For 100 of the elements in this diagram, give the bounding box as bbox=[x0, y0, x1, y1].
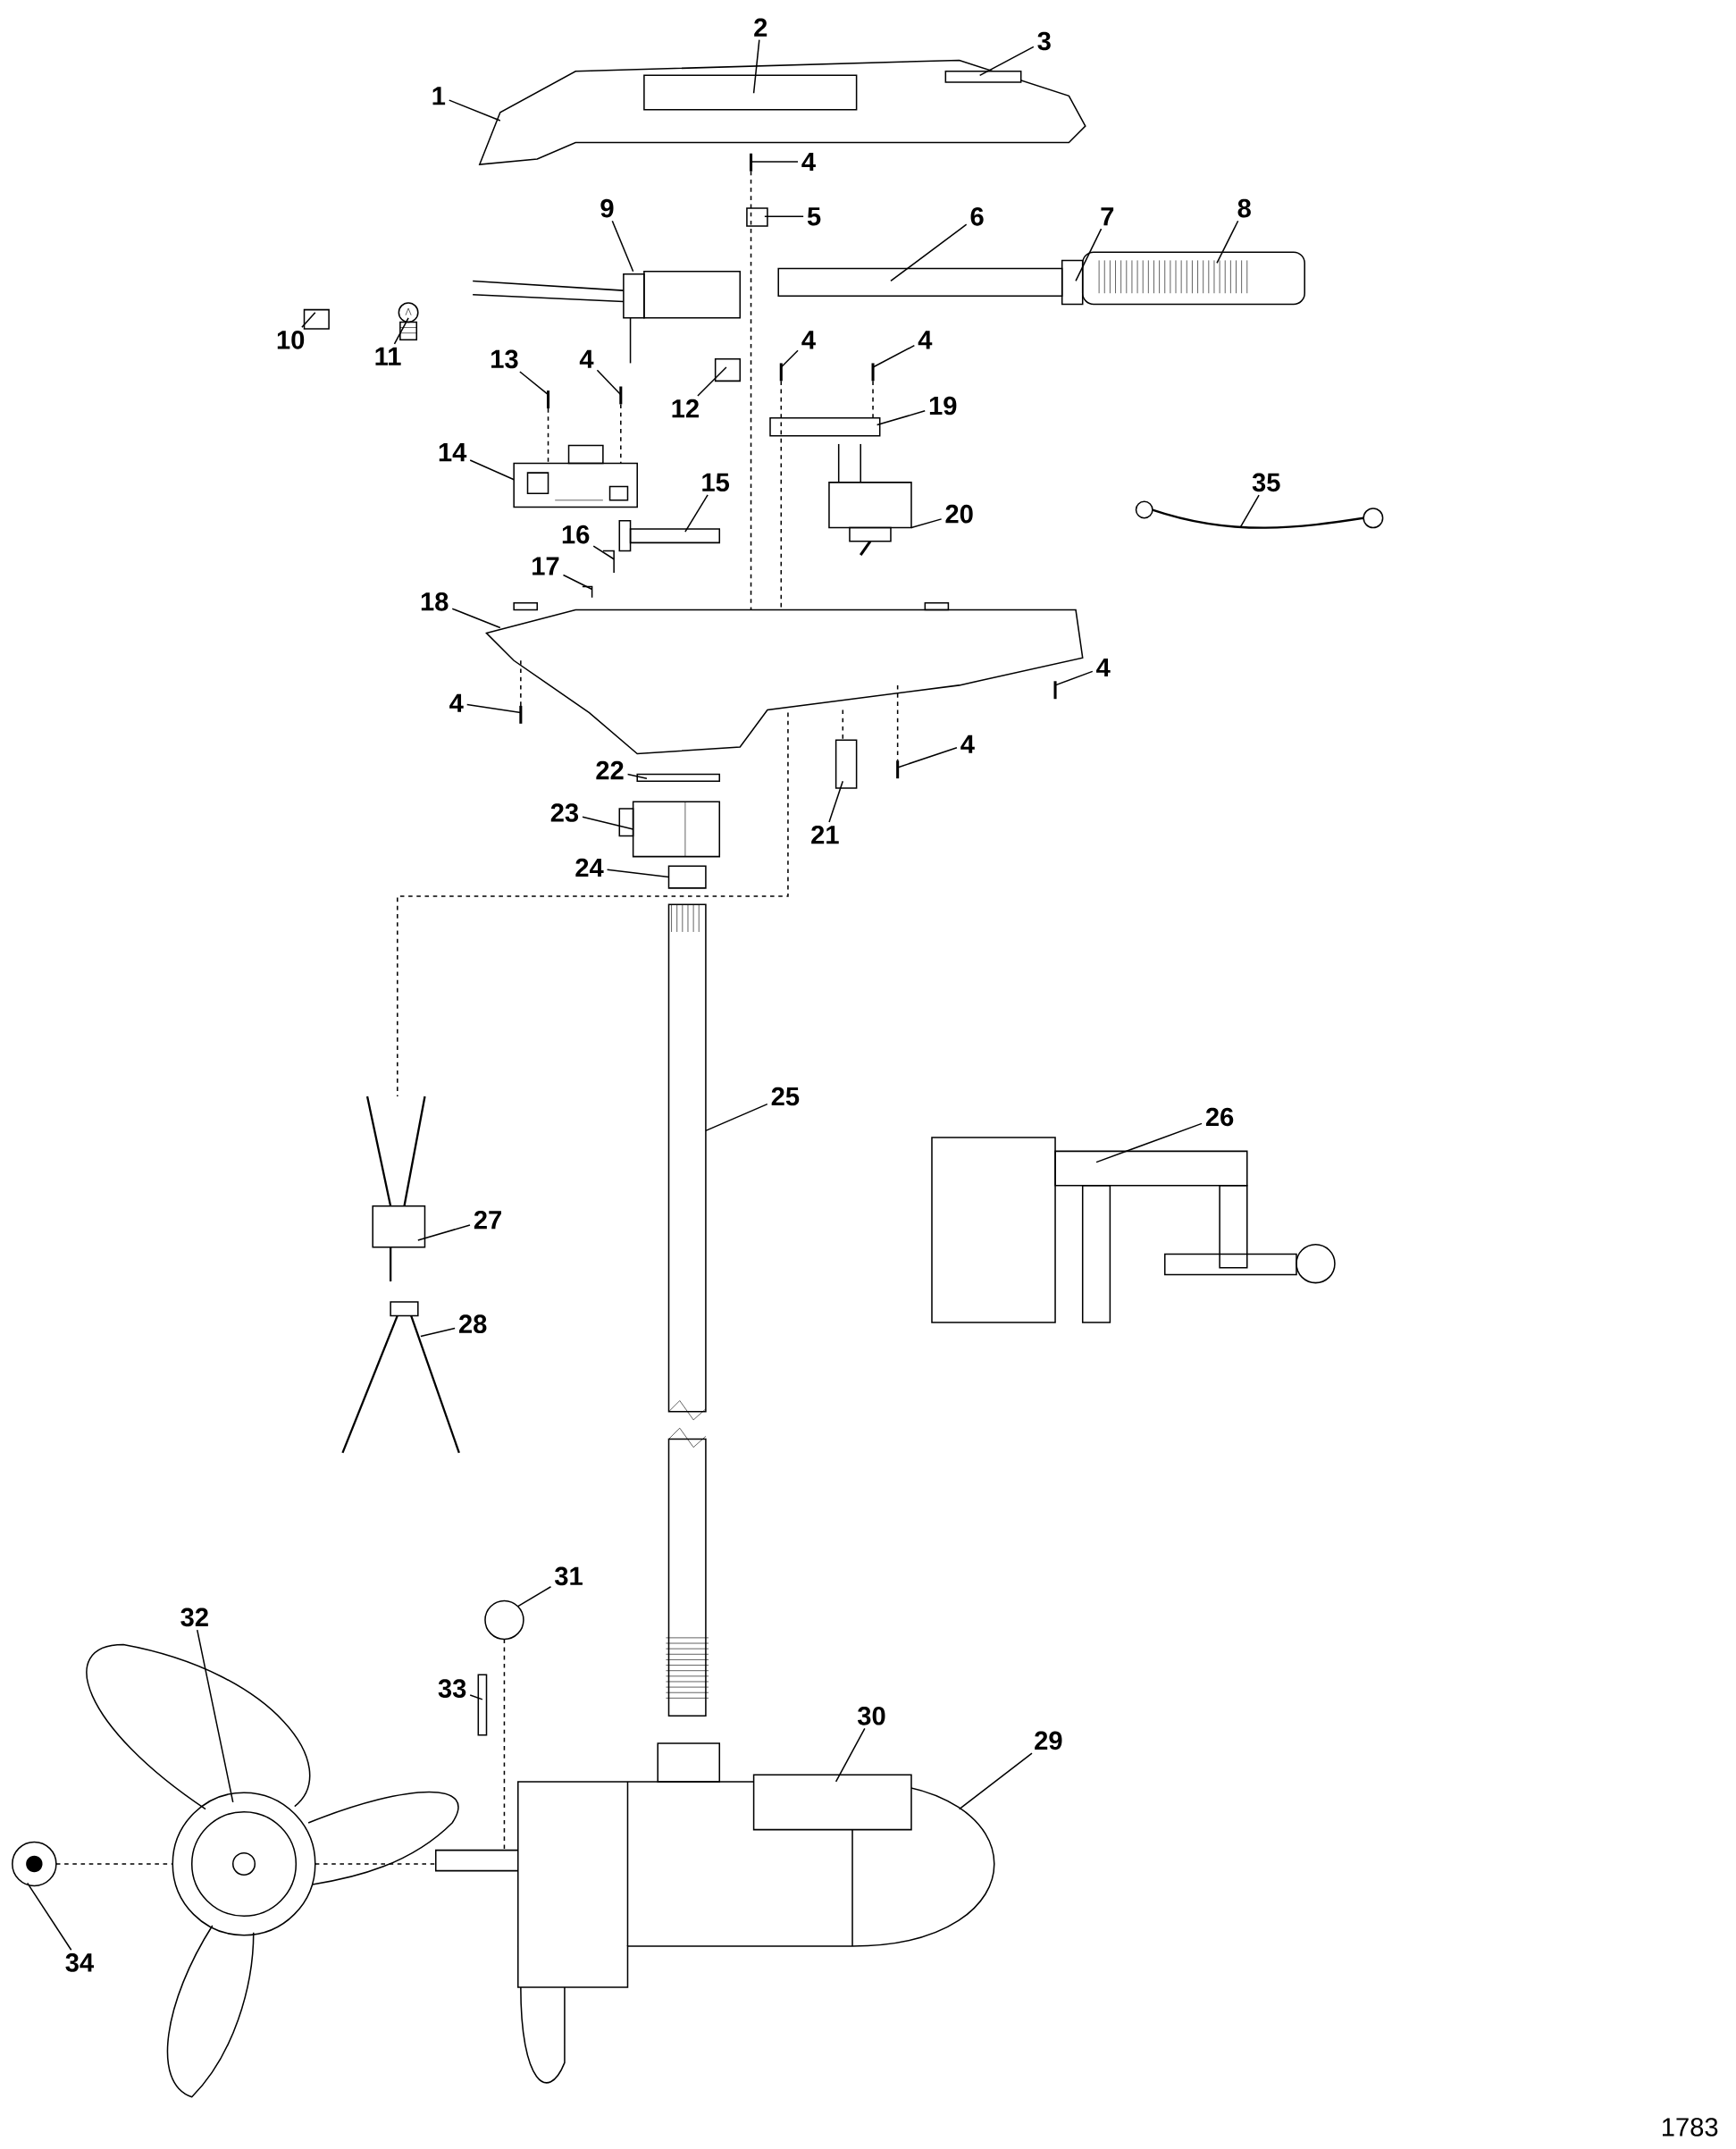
leader-line bbox=[750, 161, 799, 163]
drive-pin-washer bbox=[484, 1599, 524, 1641]
leader-line bbox=[592, 545, 615, 560]
leader-line bbox=[419, 1327, 456, 1338]
spring-clip bbox=[601, 550, 615, 574]
callout-number: 7 bbox=[1101, 207, 1113, 226]
center-line bbox=[619, 403, 622, 465]
center-line bbox=[842, 709, 843, 741]
callout-number: 10 bbox=[277, 331, 304, 349]
leader-line bbox=[451, 608, 501, 629]
callout-number: 3 bbox=[1037, 31, 1051, 51]
callout-number: 4 bbox=[960, 735, 975, 753]
leader-line bbox=[896, 747, 958, 768]
plug-connector bbox=[365, 1095, 426, 1282]
leader-line bbox=[416, 1224, 471, 1241]
nut bbox=[667, 865, 707, 889]
screw bbox=[1053, 681, 1057, 700]
callout-number: 21 bbox=[811, 825, 839, 844]
motor-shaft bbox=[665, 903, 709, 1717]
screw bbox=[779, 363, 783, 382]
callout-number: 14 bbox=[439, 443, 467, 462]
center-line bbox=[519, 659, 522, 707]
center-line bbox=[396, 711, 789, 1097]
callout-number: 4 bbox=[449, 693, 464, 712]
leader-line bbox=[582, 816, 634, 830]
callout-number: 28 bbox=[458, 1314, 487, 1333]
callout-number: 13 bbox=[491, 349, 518, 369]
leader-line bbox=[26, 1882, 72, 1951]
leader-line bbox=[516, 1586, 552, 1608]
ground-cable bbox=[1135, 500, 1384, 529]
callout-number: 26 bbox=[1205, 1107, 1234, 1127]
leader-line bbox=[1239, 494, 1260, 529]
callout-number: 23 bbox=[550, 803, 578, 822]
screw bbox=[895, 760, 900, 779]
indicator-lamp bbox=[834, 739, 858, 789]
leader-line bbox=[705, 1103, 768, 1132]
leader-line bbox=[469, 459, 515, 481]
leader-line bbox=[626, 773, 648, 779]
screw bbox=[619, 386, 623, 405]
center-line bbox=[750, 170, 752, 611]
callout-number: 31 bbox=[554, 1566, 583, 1586]
leader-line bbox=[978, 46, 1035, 77]
callout-number: 34 bbox=[65, 1953, 94, 1972]
callout-number: 5 bbox=[807, 207, 821, 226]
leader-line bbox=[606, 869, 670, 878]
callout-number: 16 bbox=[562, 525, 590, 544]
callout-number: 22 bbox=[596, 760, 624, 780]
washer bbox=[636, 773, 720, 782]
center-line bbox=[503, 1638, 506, 1851]
bracket bbox=[714, 358, 741, 382]
callout-number: 27 bbox=[474, 1210, 501, 1230]
callout-number: 29 bbox=[1035, 1731, 1062, 1750]
screw bbox=[546, 390, 549, 409]
center-line bbox=[547, 407, 549, 465]
center-line bbox=[55, 1863, 173, 1865]
screw bbox=[519, 705, 523, 724]
center-line bbox=[872, 380, 874, 419]
bolt bbox=[618, 520, 720, 552]
leader-line bbox=[469, 1694, 483, 1700]
leader-line bbox=[697, 366, 727, 397]
callout-number: 15 bbox=[702, 473, 729, 492]
drive-pin bbox=[477, 1674, 488, 1736]
screw bbox=[871, 363, 875, 382]
callout-number: 17 bbox=[532, 557, 559, 575]
callout-number: 20 bbox=[945, 504, 973, 524]
steering-block bbox=[618, 801, 720, 858]
leader-line bbox=[465, 703, 522, 714]
leader-line bbox=[562, 574, 593, 591]
leader-line bbox=[1075, 228, 1103, 282]
decal bbox=[752, 1774, 912, 1831]
callout-number: 4 bbox=[918, 331, 933, 349]
callout-number: 33 bbox=[438, 1679, 466, 1698]
callout-number: 25 bbox=[771, 1087, 800, 1106]
leader-line bbox=[684, 494, 709, 533]
callout-number: 18 bbox=[421, 592, 449, 611]
hand-grip bbox=[1081, 251, 1305, 306]
leader-line bbox=[596, 369, 622, 396]
callout-number: 4 bbox=[801, 152, 816, 171]
handle-tube bbox=[777, 267, 1063, 298]
callout-number: 32 bbox=[180, 1608, 208, 1627]
retainer bbox=[581, 585, 593, 599]
drawing-number: 1783 bbox=[1662, 2118, 1718, 2136]
leader-line bbox=[890, 223, 968, 282]
battery-clips bbox=[341, 1301, 460, 1454]
leader-line bbox=[780, 349, 799, 368]
toggle-switch bbox=[828, 443, 912, 557]
callout-number: 4 bbox=[801, 331, 816, 349]
leader-line bbox=[518, 371, 549, 396]
callout-number: 1 bbox=[432, 87, 445, 105]
trim-strip bbox=[944, 70, 1022, 83]
leader-line bbox=[876, 410, 926, 426]
motor-housing bbox=[434, 1742, 995, 2084]
leader-line bbox=[611, 220, 634, 273]
clip bbox=[746, 207, 768, 227]
leader-line bbox=[872, 344, 915, 368]
fuse bbox=[303, 308, 330, 330]
leader-line bbox=[1095, 1122, 1203, 1163]
leader-line bbox=[196, 1629, 234, 1803]
callout-number: 9 bbox=[600, 198, 614, 218]
circuit-board bbox=[513, 444, 638, 508]
